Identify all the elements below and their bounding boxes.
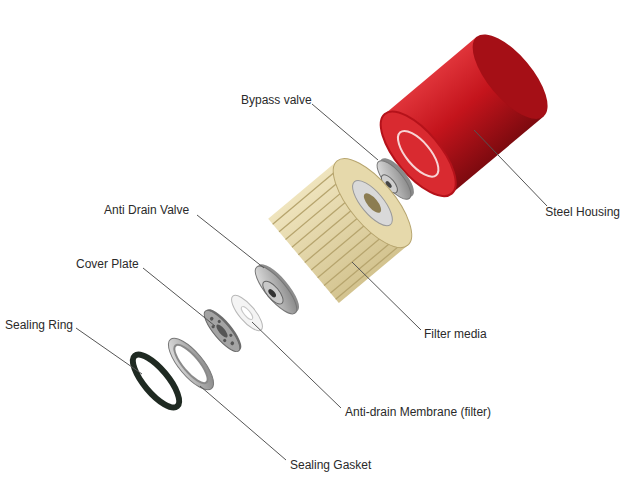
part-label: Anti-drain Membrane (filter)	[345, 405, 491, 419]
part-label: Bypass valve	[241, 93, 312, 107]
part-label: Filter media	[424, 327, 487, 341]
anti-drain-valve	[249, 259, 305, 320]
part-label: Cover Plate	[76, 257, 139, 271]
anti-drain-membrane	[227, 291, 268, 335]
leader-lines	[76, 104, 547, 460]
part-label: Steel Housing	[545, 205, 620, 219]
part-label: Sealing Ring	[5, 318, 73, 332]
filter-media	[268, 147, 425, 303]
sealing-ring	[126, 348, 187, 414]
part-label: Sealing Gasket	[290, 458, 371, 472]
steel-housing	[368, 23, 560, 208]
part-label: Anti Drain Valve	[104, 203, 189, 217]
sealing-gasket	[161, 332, 221, 396]
cover-plate	[199, 305, 246, 356]
